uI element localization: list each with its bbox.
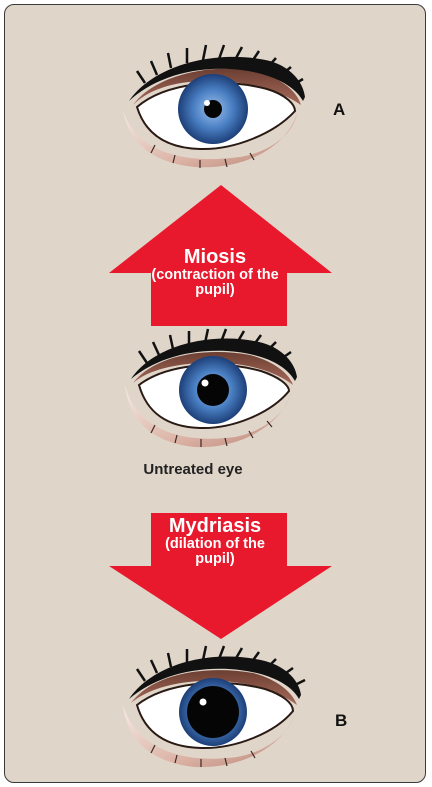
miosis-label: Miosis (contraction of the pupil) — [141, 247, 289, 298]
pupil-untreated — [197, 374, 229, 406]
pupil-b — [187, 686, 239, 738]
mydriasis-label: Mydriasis (dilation of the pupil) — [145, 516, 285, 567]
diagram-panel: A B Miosis (contraction of the pupil) Un… — [4, 4, 426, 783]
eye-a — [123, 45, 305, 168]
untreated-eye-caption: Untreated eye — [123, 461, 263, 478]
eye-b — [123, 646, 305, 767]
diagram-artwork — [5, 5, 426, 783]
eye-a-label: A — [333, 101, 345, 118]
miosis-title: Miosis — [141, 247, 289, 268]
mydriasis-subtitle: (dilation of the pupil) — [145, 537, 285, 567]
miosis-subtitle: (contraction of the pupil) — [141, 268, 289, 298]
eye-b-label: B — [335, 712, 347, 729]
untreated-eye — [125, 329, 297, 447]
mydriasis-title: Mydriasis — [145, 516, 285, 537]
